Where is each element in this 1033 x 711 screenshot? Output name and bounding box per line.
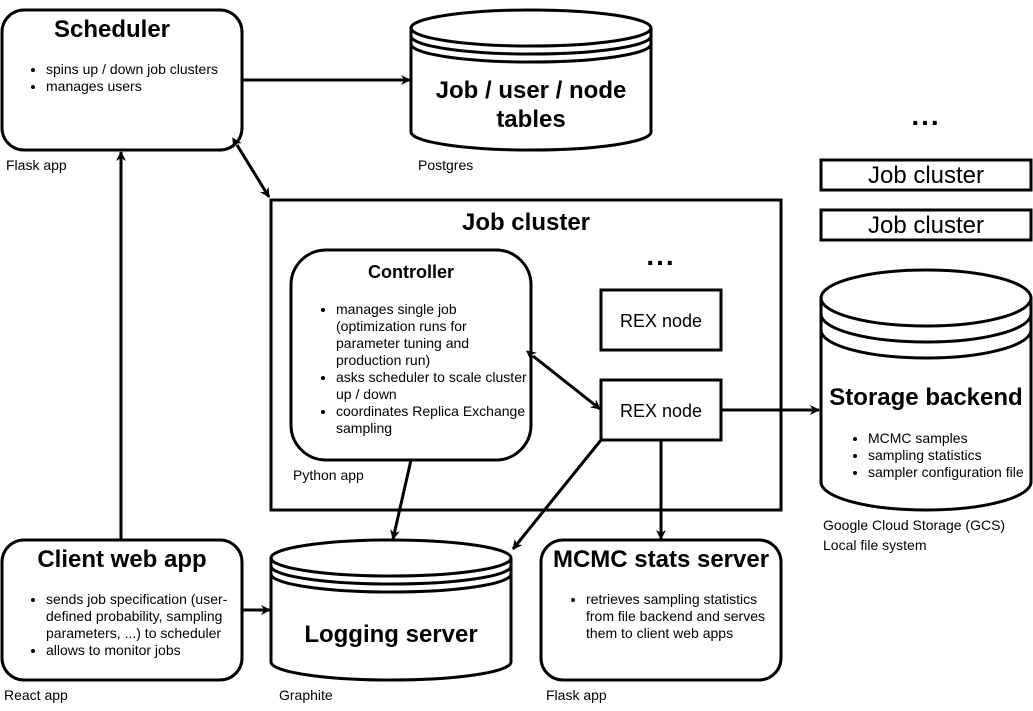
rex-node-label-2: REX node xyxy=(619,401,703,421)
job-tables-tech-label: Postgres xyxy=(418,157,474,173)
arrow-scheduler-cluster xyxy=(232,137,271,198)
other-job-cluster-label-1: Job cluster xyxy=(867,162,985,189)
other-clusters-ellipsis: ... xyxy=(911,100,941,131)
bullet-item: sampling statistics xyxy=(868,447,1024,464)
bullet-item: retrieves sampling statistics from file … xyxy=(586,591,786,642)
controller-bullets: manages single job (optimization runs fo… xyxy=(314,301,532,437)
rex-node-box-2[interactable] xyxy=(599,378,723,442)
client-web-app-bullets: sends job specification (user-defined pr… xyxy=(24,591,254,659)
controller-tech-label: Python app xyxy=(293,467,364,483)
rex-node-box-1[interactable] xyxy=(599,288,723,352)
arrow-controller-rex xyxy=(525,350,601,411)
controller-title: Controller xyxy=(367,262,454,282)
arrow-controller-to-logging xyxy=(390,459,413,540)
client-web-app-tech-label: React app xyxy=(4,687,68,703)
job-cluster-title: Job cluster xyxy=(461,209,591,236)
other-job-cluster-label-2: Job cluster xyxy=(867,212,985,239)
storage-backend-tech-label-1: Google Cloud Storage (GCS) xyxy=(823,517,1006,533)
logging-server-db[interactable] xyxy=(269,538,513,682)
scheduler-title: Scheduler xyxy=(53,16,171,43)
logging-server-title: Logging server xyxy=(304,621,478,648)
logging-server-tech-label: Graphite xyxy=(279,687,333,703)
storage-backend-db[interactable] xyxy=(819,268,1033,512)
client-web-app-title: Client web app xyxy=(37,546,207,573)
other-job-cluster-box-2[interactable] xyxy=(819,208,1033,242)
bullet-item: manages single job (optimization runs fo… xyxy=(336,301,532,369)
scheduler-bullets: spins up / down job clusters manages use… xyxy=(24,61,218,95)
storage-backend-bullets: MCMC samples sampling statistics sampler… xyxy=(846,430,1024,481)
bullet-item: sends job specification (user-defined pr… xyxy=(46,591,254,642)
job-tables-title-line1: Job / user / node xyxy=(435,77,627,104)
mcmc-stats-server-box[interactable] xyxy=(539,538,783,682)
bullet-item: manages users xyxy=(46,78,218,95)
bullet-item: spins up / down job clusters xyxy=(46,61,218,78)
mcmc-stats-server-title: MCMC stats server xyxy=(552,546,770,573)
job-cluster-ellipsis: ... xyxy=(646,240,676,271)
scheduler-tech-label: Flask app xyxy=(6,157,67,173)
job-tables-db[interactable] xyxy=(409,8,653,152)
job-tables-title: Job / user / node tables xyxy=(411,76,651,134)
job-tables-title-line2: tables xyxy=(496,106,566,133)
bullet-item: sampler configuration file xyxy=(868,464,1024,481)
other-job-cluster-box-1[interactable] xyxy=(819,158,1033,192)
storage-backend-tech-label-2: Local file system xyxy=(823,537,927,553)
bullet-item: coordinates Replica Exchange sampling xyxy=(336,403,532,437)
arrow-rex-to-logging xyxy=(511,439,603,550)
bullet-item: allows to monitor jobs xyxy=(46,642,254,659)
bullet-item: MCMC samples xyxy=(868,430,1024,447)
rex-node-label-1: REX node xyxy=(619,311,703,331)
storage-backend-title: Storage backend xyxy=(829,384,1023,411)
bullet-item: asks scheduler to scale cluster up / dow… xyxy=(336,369,532,403)
mcmc-stats-server-tech-label: Flask app xyxy=(546,687,607,703)
mcmc-stats-server-bullets: retrieves sampling statistics from file … xyxy=(564,591,786,642)
